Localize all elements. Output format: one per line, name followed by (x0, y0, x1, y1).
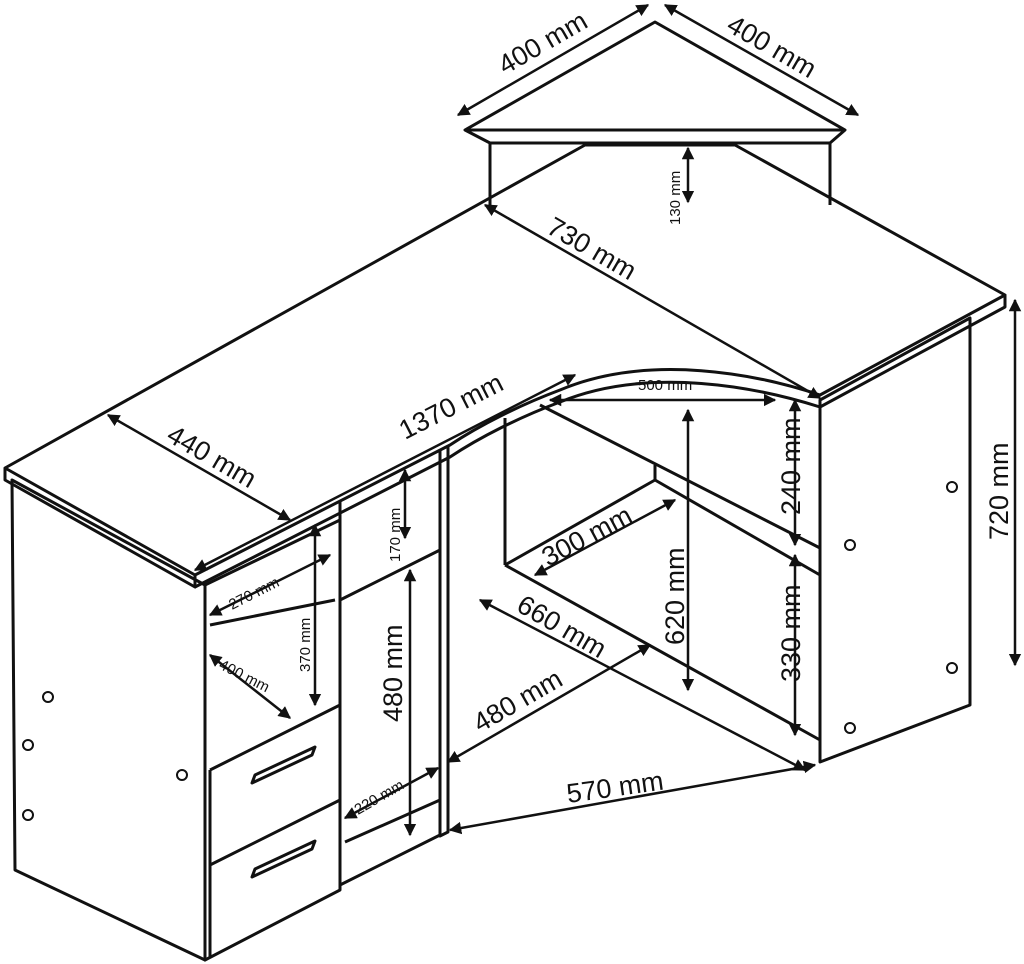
label-inner-depth: 660 mm (512, 589, 611, 664)
label-upper-gap: 240 mm (776, 417, 806, 515)
label-shelf-height: 130 mm (667, 171, 684, 225)
label-shelf-unit-height: 480 mm (378, 624, 408, 722)
label-arc-width: 500 mm (638, 377, 692, 394)
label-total-height: 720 mm (984, 442, 1014, 540)
dimension-lines (106, 3, 1022, 837)
label-knee-height: 620 mm (660, 547, 690, 645)
label-cabinet-height: 370 mm (297, 618, 314, 672)
left-pedestal (10, 478, 342, 962)
label-shelf-depth: 300 mm (537, 500, 637, 572)
right-pedestal (818, 316, 972, 764)
drawer-handle-bottom (250, 839, 317, 879)
drawer-handle-top (250, 745, 317, 785)
label-lower-height: 330 mm (776, 584, 806, 682)
label-niche-top: 170 mm (387, 508, 404, 562)
label-right-width: 570 mm (565, 766, 666, 809)
